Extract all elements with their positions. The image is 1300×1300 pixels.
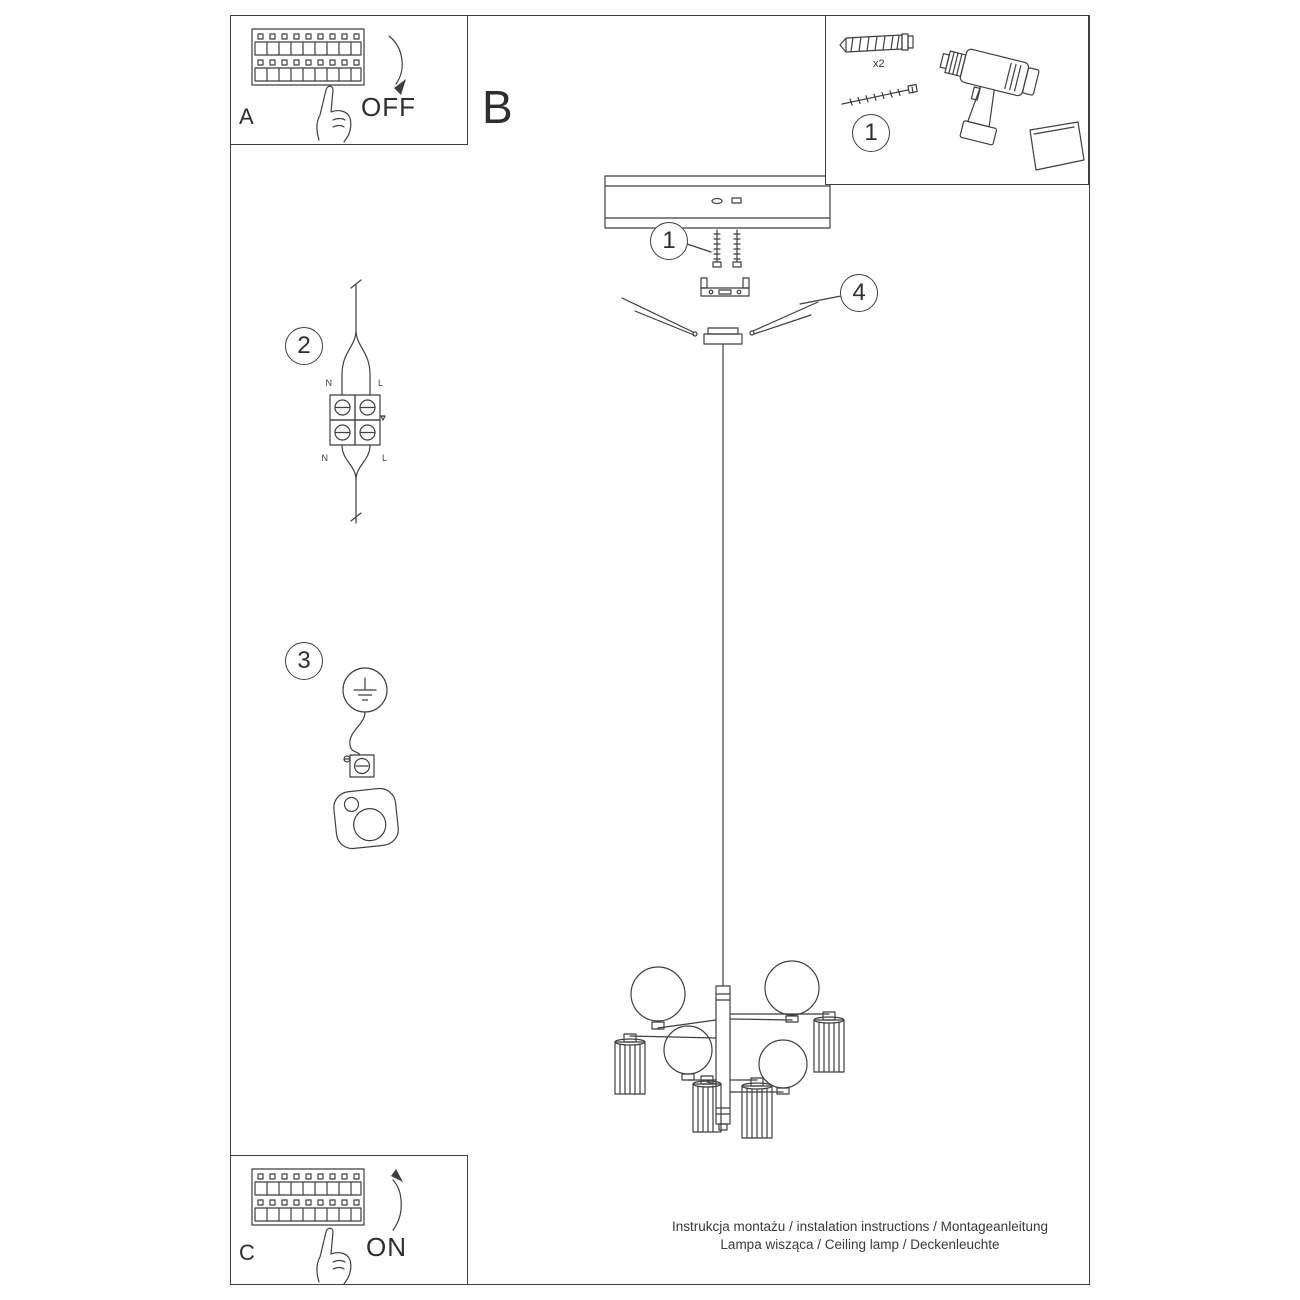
- footer-caption: Instrukcja montażu / instalation instruc…: [640, 1218, 1080, 1254]
- wall-plug-and-screw-icon: [839, 33, 918, 106]
- sheet-border: [230, 15, 1090, 1285]
- wire-label-l-bottom: L: [382, 453, 387, 463]
- callout-3-ground: 3: [285, 642, 323, 680]
- breaker-panel-icon: [251, 1168, 365, 1226]
- hand-icon: [316, 1227, 352, 1285]
- hand-icon: [316, 85, 352, 143]
- grounding-diagram: [333, 667, 399, 850]
- panel-c-power-on: ON C: [230, 1155, 468, 1285]
- footer-line-2: Lampa wisząca / Ceiling lamp / Deckenleu…: [720, 1237, 1000, 1252]
- panel-a-power-off: OFF A: [230, 15, 468, 145]
- wire-label-n-top: N: [326, 378, 333, 388]
- callout-4-bracket: 4: [840, 274, 878, 312]
- panel-a-label: A: [239, 104, 254, 129]
- arrow-up-icon: [391, 1169, 403, 1231]
- panel-c-label: C: [239, 1240, 255, 1265]
- tools-box: x2 1: [825, 15, 1089, 185]
- section-b-label: B: [482, 81, 513, 133]
- wire-label-n-bottom: N: [322, 453, 329, 463]
- off-label: OFF: [361, 92, 416, 122]
- callout-2-wiring: 2: [285, 327, 323, 365]
- step-1-badge: 1: [852, 114, 890, 152]
- ceiling-lamp-assembly-diagram: [604, 175, 845, 1139]
- on-label: ON: [366, 1232, 407, 1262]
- breaker-panel-icon: [251, 28, 365, 86]
- drill-icon: [939, 48, 1085, 171]
- wire-label-l-top: L: [378, 378, 383, 388]
- plug-quantity: x2: [873, 58, 885, 70]
- wiring-diagram: N L N L: [322, 279, 387, 524]
- callout-1-screws: 1: [650, 222, 688, 260]
- footer-line-1: Instrukcja montażu / instalation instruc…: [672, 1219, 1048, 1234]
- arrow-down-icon: [388, 35, 406, 95]
